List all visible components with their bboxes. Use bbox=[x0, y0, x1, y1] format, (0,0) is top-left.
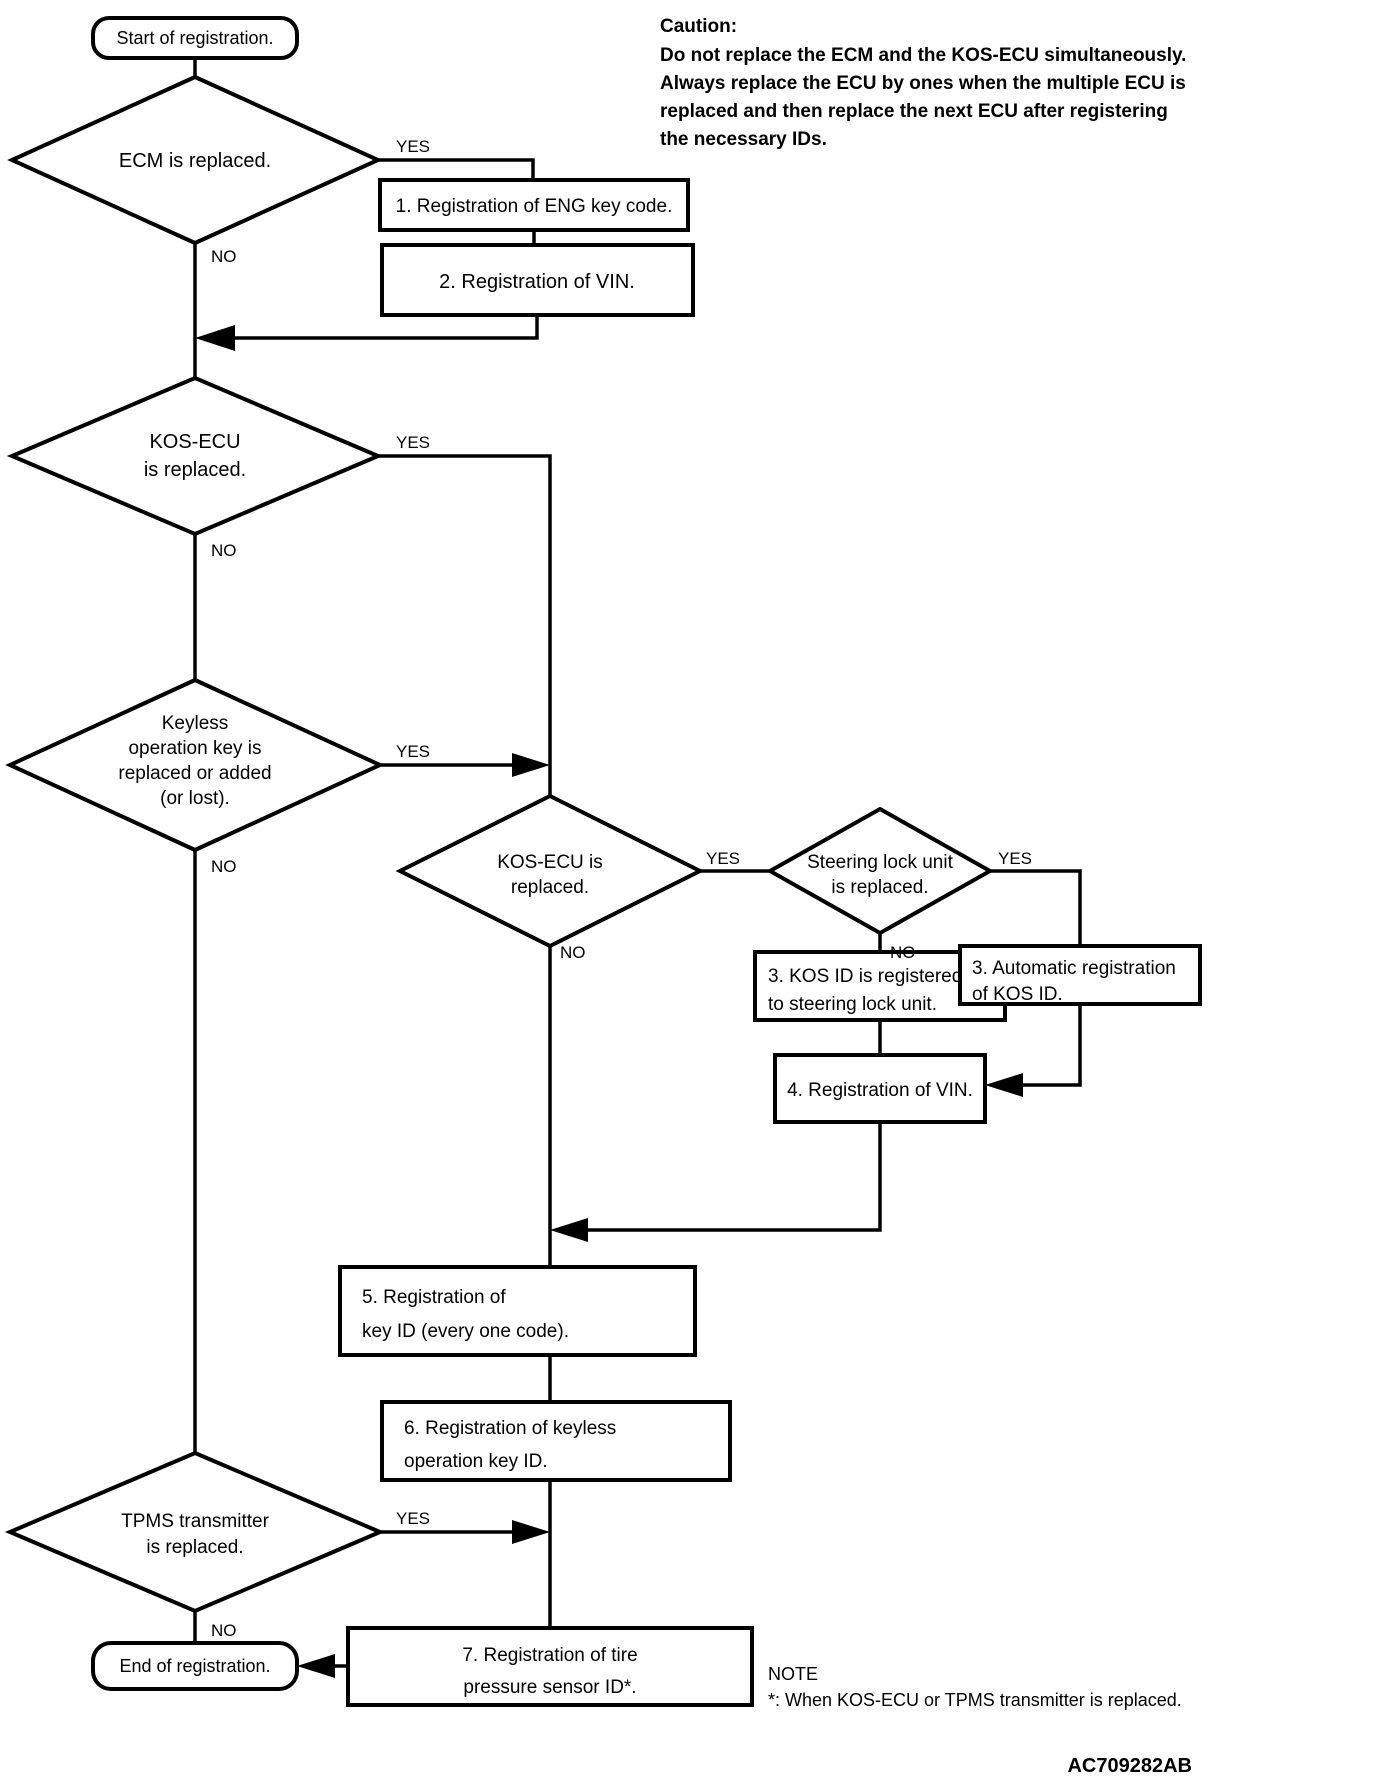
decision-tpms-label-1: TPMS transmitter bbox=[121, 1511, 269, 1532]
process-step5-label-2: key ID (every one code). bbox=[362, 1321, 569, 1342]
no-label-kos: NO bbox=[211, 541, 237, 560]
yes-label-tpms: YES bbox=[396, 1509, 430, 1528]
decision-ecm-label: ECM is replaced. bbox=[119, 150, 271, 172]
no-label-ecm: NO bbox=[211, 247, 237, 266]
decision-kos-ecu-replaced-2 bbox=[395, 793, 705, 949]
arrowhead-tpms-yes bbox=[512, 1520, 550, 1544]
no-label-steering: NO bbox=[890, 943, 916, 962]
arrowhead-keyless-yes bbox=[512, 753, 550, 777]
arrowhead-merge-before-step5 bbox=[550, 1218, 588, 1242]
yes-label-kos: YES bbox=[396, 433, 430, 452]
process-step7-box bbox=[346, 1626, 754, 1707]
flow-shapes bbox=[4, 16, 1202, 1707]
end-label: End of registration. bbox=[119, 1656, 270, 1676]
process-step6-label-1: 6. Registration of keyless bbox=[404, 1418, 616, 1439]
connector-steering-yes-to-automatic bbox=[990, 869, 1082, 946]
process-step2-box bbox=[380, 243, 695, 317]
yes-label-kos2: YES bbox=[706, 849, 740, 868]
decision-keyless-label-3: replaced or added bbox=[118, 763, 271, 784]
connector-step4-merge-left bbox=[565, 1122, 882, 1232]
arrowhead-merge-after-step2 bbox=[195, 325, 235, 351]
process-step3-automatic-label-2: of KOS ID. bbox=[972, 984, 1063, 1005]
process-step3-registered-label-1: 3. KOS ID is registered bbox=[768, 966, 962, 987]
process-step2-label: 2. Registration of VIN. bbox=[439, 271, 635, 293]
caution-line-4: the necessary IDs. bbox=[660, 129, 827, 150]
process-step6-box bbox=[380, 1400, 732, 1482]
caution-line-1: Do not replace the ECM and the KOS-ECU s… bbox=[660, 45, 1186, 66]
process-step5-box bbox=[338, 1265, 697, 1357]
process-step3-registered-label-2: to steering lock unit. bbox=[768, 994, 937, 1015]
yes-label-ecm: YES bbox=[396, 137, 430, 156]
note-text-line: *: When KOS-ECU or TPMS transmitter is r… bbox=[768, 1690, 1182, 1710]
start-label: Start of registration. bbox=[116, 28, 273, 48]
arrowheads bbox=[195, 325, 1023, 1678]
decision-tpms-label-2: is replaced. bbox=[146, 1537, 243, 1558]
flow-connectors bbox=[193, 58, 1082, 1668]
no-label-keyless: NO bbox=[211, 857, 237, 876]
process-step7-label-1: 7. Registration of tire bbox=[462, 1645, 637, 1666]
note-title: NOTE bbox=[768, 1664, 818, 1684]
yes-label-steering: YES bbox=[998, 849, 1032, 868]
process-step1-box bbox=[378, 178, 690, 232]
arrowhead-automatic-into-step4 bbox=[985, 1073, 1023, 1097]
process-step3-automatic-box bbox=[958, 944, 1202, 1006]
decision-ecm-replaced bbox=[7, 74, 383, 246]
caution-title: Caution: bbox=[660, 16, 737, 37]
no-label-tpms: NO bbox=[211, 1621, 237, 1640]
yes-label-keyless: YES bbox=[396, 742, 430, 761]
note-block: NOTE *: When KOS-ECU or TPMS transmitter… bbox=[768, 1664, 1182, 1710]
decision-kos2-label-1: KOS-ECU is bbox=[497, 852, 603, 873]
decision-tpms-transmitter bbox=[4, 1450, 386, 1614]
arrowhead-step7-into-end bbox=[297, 1654, 335, 1678]
process-step7-label-2: pressure sensor ID*. bbox=[463, 1677, 636, 1698]
decision-kos-ecu-replaced bbox=[6, 375, 384, 537]
decision-keyless-label-1: Keyless bbox=[162, 713, 229, 734]
caution-line-2: Always replace the ECU by ones when the … bbox=[660, 73, 1186, 94]
decision-keyless-label-4: (or lost). bbox=[160, 788, 230, 809]
start-terminator bbox=[91, 16, 299, 60]
process-step6-label-2: operation key ID. bbox=[404, 1451, 548, 1472]
decision-steering-label-1: Steering lock unit bbox=[807, 852, 953, 873]
decision-keyless-key bbox=[5, 677, 385, 853]
decision-kos-label-2: is replaced. bbox=[144, 459, 246, 481]
caution-line-3: replaced and then replace the next ECU a… bbox=[660, 101, 1168, 122]
decision-kos-label-1: KOS-ECU bbox=[149, 431, 240, 453]
process-step4-box bbox=[773, 1053, 987, 1124]
connector-ecm-yes-to-step1 bbox=[378, 158, 535, 180]
connector-step2-merge-left bbox=[210, 315, 539, 340]
decision-keyless-label-2: operation key is bbox=[128, 738, 261, 759]
connector-automatic-to-step4 bbox=[1000, 1004, 1082, 1087]
process-step1-label: 1. Registration of ENG key code. bbox=[396, 196, 673, 217]
caution-block: Caution: Do not replace the ECM and the … bbox=[660, 16, 1186, 150]
no-label-kos2: NO bbox=[560, 943, 586, 962]
process-step5-label-1: 5. Registration of bbox=[362, 1287, 506, 1308]
process-step4-label: 4. Registration of VIN. bbox=[787, 1080, 973, 1101]
process-step3-automatic-label-1: 3. Automatic registration bbox=[972, 958, 1176, 979]
decision-steering-label-2: is replaced. bbox=[831, 877, 928, 898]
decision-steering-lock bbox=[765, 806, 995, 936]
decision-kos2-label-2: replaced. bbox=[511, 877, 589, 898]
end-terminator bbox=[91, 1641, 299, 1691]
flow-text: Start of registration. ECM is replaced. … bbox=[116, 28, 1175, 1698]
connector-kos-yes-down-center bbox=[378, 454, 552, 796]
figure-code: AC709282AB bbox=[1067, 1755, 1192, 1777]
